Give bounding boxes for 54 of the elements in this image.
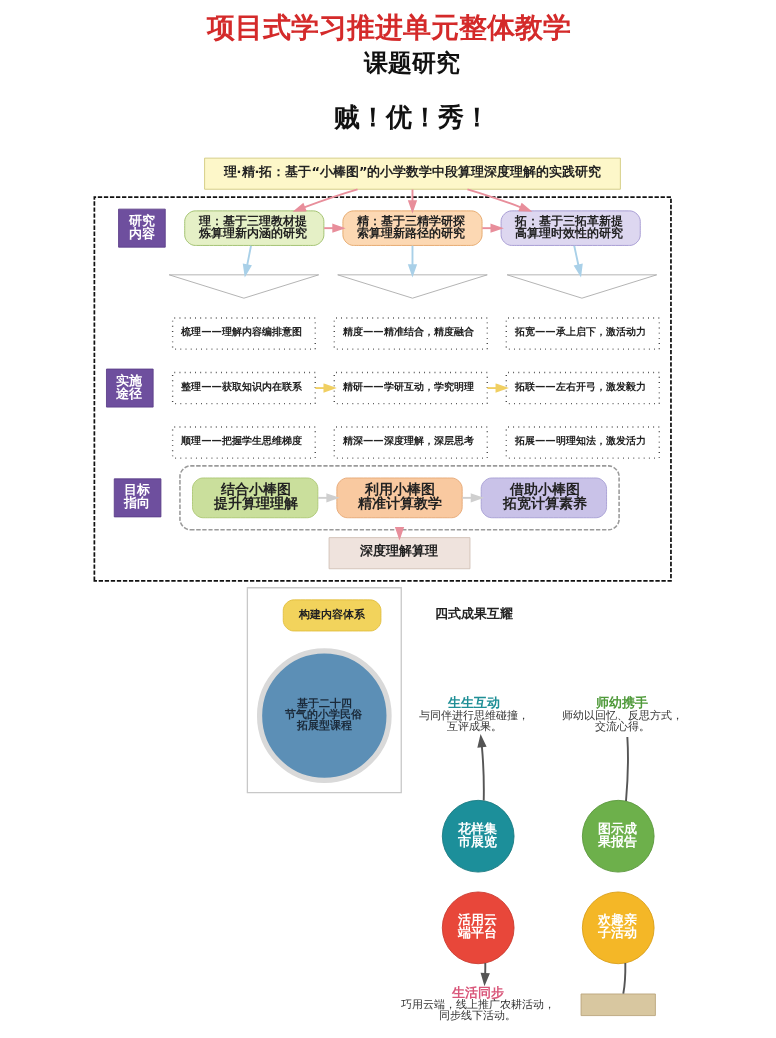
node-box: 精研——学研互动，学究明理 <box>333 371 488 405</box>
node-text: 生生互动 与同伴进行思维碰撞，互评成果。 <box>418 695 529 734</box>
node-box: 理：基于三理教材提炼算理新内涵的研究 <box>183 210 324 246</box>
node-box: 深度理解算理 <box>328 537 470 570</box>
node-box: 顺理——把握学生思维梯度 <box>171 426 316 459</box>
node-triangle <box>506 274 657 299</box>
node-box: 结合小棒图提升算理理解 <box>191 477 318 519</box>
arrow <box>316 493 340 503</box>
node-circle: 活用云端平台 <box>441 891 514 965</box>
arrow <box>480 962 490 987</box>
node-box: 整理——获取知识内在联系 <box>171 371 316 405</box>
node-triangle <box>336 274 488 299</box>
node-box: 精度——精准结合，精度融合 <box>333 317 488 350</box>
node-text: 生活同步 巧用云端，线上推广农耕活动，同步线下活动。 <box>400 984 555 1023</box>
node-circle: 基于二十四节气的小学民俗拓展型课程 <box>256 648 392 783</box>
node-circle: 欢趣亲子活动 <box>581 891 655 965</box>
node-box: 拓展——明理知法，激发活力 <box>505 426 660 459</box>
arrow <box>242 244 252 278</box>
node-box <box>580 993 656 1016</box>
node-box: 理·精·拓：基于“小棒图”的小学数学中段算理深度理解的实践研究 <box>203 157 621 190</box>
arrow <box>292 188 358 212</box>
node-box: 精：基于三精学研探索算理新路径的研究 <box>341 210 482 246</box>
arrow <box>476 734 487 802</box>
node-circle: 图示成果报告 <box>581 799 655 873</box>
node-circle: 花样集市展览 <box>441 799 514 873</box>
node-box: 实施途径 <box>105 368 154 408</box>
arrow <box>480 223 504 233</box>
cluster <box>246 587 402 794</box>
node-box: 拓联——左右开弓，激发毅力 <box>505 371 660 405</box>
arrow <box>322 223 346 233</box>
connector <box>624 736 629 802</box>
arrow <box>466 188 532 212</box>
node-text: 师幼携手 师幼以回忆、反思方式，交流心得。 <box>561 695 683 734</box>
node-box: 构建内容体系 <box>282 599 381 632</box>
arrow <box>313 383 337 393</box>
arrow <box>485 383 509 393</box>
node-box: 研究内容 <box>117 208 166 248</box>
node-box: 利用小棒图精准计算教学 <box>335 477 463 519</box>
label: 课题研究 <box>363 48 460 78</box>
arrow <box>460 493 484 503</box>
diagram-title: 项目式学习推进单元整体教学 <box>206 10 571 44</box>
connector <box>621 962 626 995</box>
node-box: 梳理——理解内容编排意图 <box>171 317 316 350</box>
cluster <box>178 465 620 531</box>
arrow <box>407 244 417 278</box>
node-box: 精深——深度理解，深层思考 <box>333 426 488 459</box>
label: 贼！优！秀！ <box>333 102 490 133</box>
node-box: 借助小棒图拓宽计算素养 <box>480 477 607 519</box>
node-triangle <box>168 274 319 299</box>
node-box: 拓宽——承上启下，激活动力 <box>505 317 660 350</box>
node-box: 目标指向 <box>113 478 161 518</box>
node-box: 拓：基于三拓革新提高算理时效性的研究 <box>500 210 641 246</box>
label: 四式成果互耀 <box>434 605 513 621</box>
arrow <box>572 244 583 278</box>
